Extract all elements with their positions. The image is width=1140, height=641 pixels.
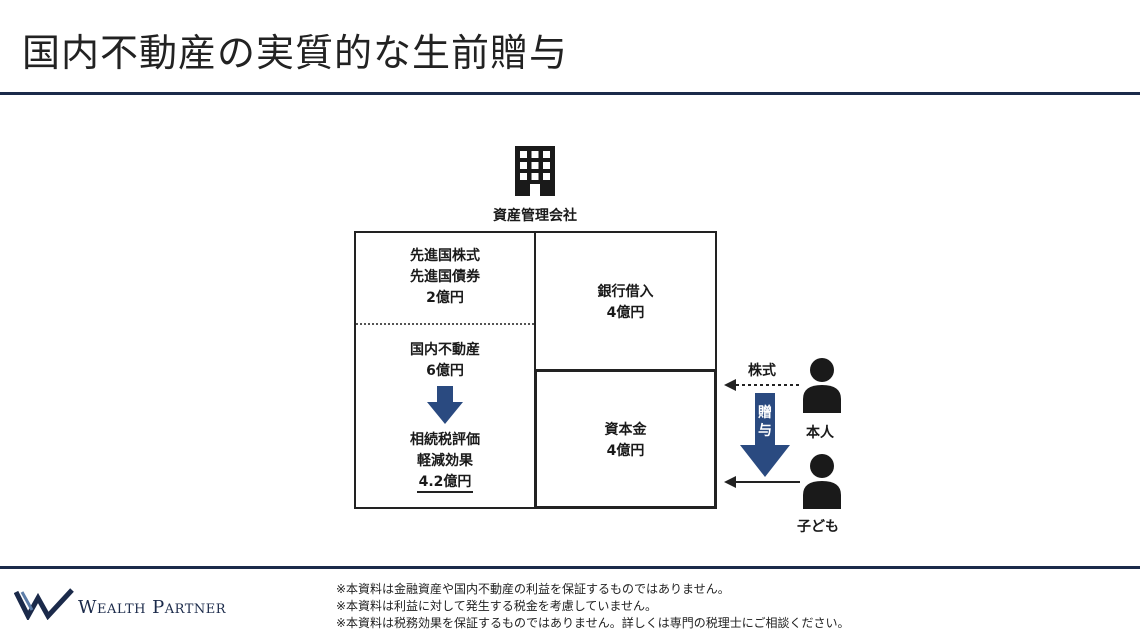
asset-value: 2億円 [426, 290, 464, 306]
gift-label: 贈 与 [755, 404, 775, 440]
gift-char: 贈 [758, 405, 772, 421]
assets-top-text: 先進国株式 先進国債券 2億円 [356, 246, 534, 309]
asset-line: 先進国債券 [410, 269, 480, 285]
arrow-left-icon [724, 476, 800, 488]
stock-label: 株式 [748, 363, 776, 379]
effect-text: 相続税評価 軽減効果 4.2億円 [356, 430, 534, 493]
footer-note: ※本資料は利益に対して発生する税金を考慮していません。 [336, 599, 657, 613]
effect-line: 相続税評価 [410, 432, 480, 448]
asset-value: 6億円 [426, 363, 464, 379]
wealth-partner-logo-icon [14, 588, 74, 620]
equity-value: 4億円 [606, 443, 645, 459]
equity-line: 資本金 [604, 422, 647, 438]
arrow-down-icon [427, 386, 463, 424]
footer-note: ※本資料は税務効果を保証するものではありません。詳しくは専門の税理士にご相談くだ… [336, 616, 850, 630]
page-title: 国内不動産の実質的な生前贈与 [22, 31, 569, 75]
dotted-arrow-left-icon [724, 379, 800, 391]
effect-line: 軽減効果 [417, 453, 473, 469]
person-icon [803, 358, 841, 413]
liability-text: 銀行借入 4億円 [536, 282, 715, 324]
liability-line: 銀行借入 [597, 284, 654, 300]
footer-note: ※本資料は金融資産や国内不動産の利益を保証するものではありません。 [336, 582, 730, 596]
gift-char: 与 [758, 423, 772, 439]
asset-line: 先進国株式 [410, 248, 480, 264]
company-label: 資産管理会社 [493, 208, 577, 224]
building-icon [515, 146, 555, 196]
equity-text: 資本金 4億円 [536, 420, 715, 462]
logo-text: Wealth Partner [78, 597, 227, 618]
liability-value: 4億円 [606, 305, 645, 321]
asset-line: 国内不動産 [410, 342, 480, 358]
assets-divider [356, 323, 534, 325]
person-self-label: 本人 [806, 425, 834, 441]
equity-box [534, 369, 717, 509]
assets-bottom-text: 国内不動産 6億円 [356, 340, 534, 382]
effect-value: 4.2億円 [416, 474, 474, 493]
gift-arrow-icon [740, 393, 790, 477]
footer-divider [0, 566, 1140, 569]
person-icon [803, 454, 841, 509]
header-divider [0, 92, 1140, 95]
person-child-label: 子ども [797, 519, 839, 535]
